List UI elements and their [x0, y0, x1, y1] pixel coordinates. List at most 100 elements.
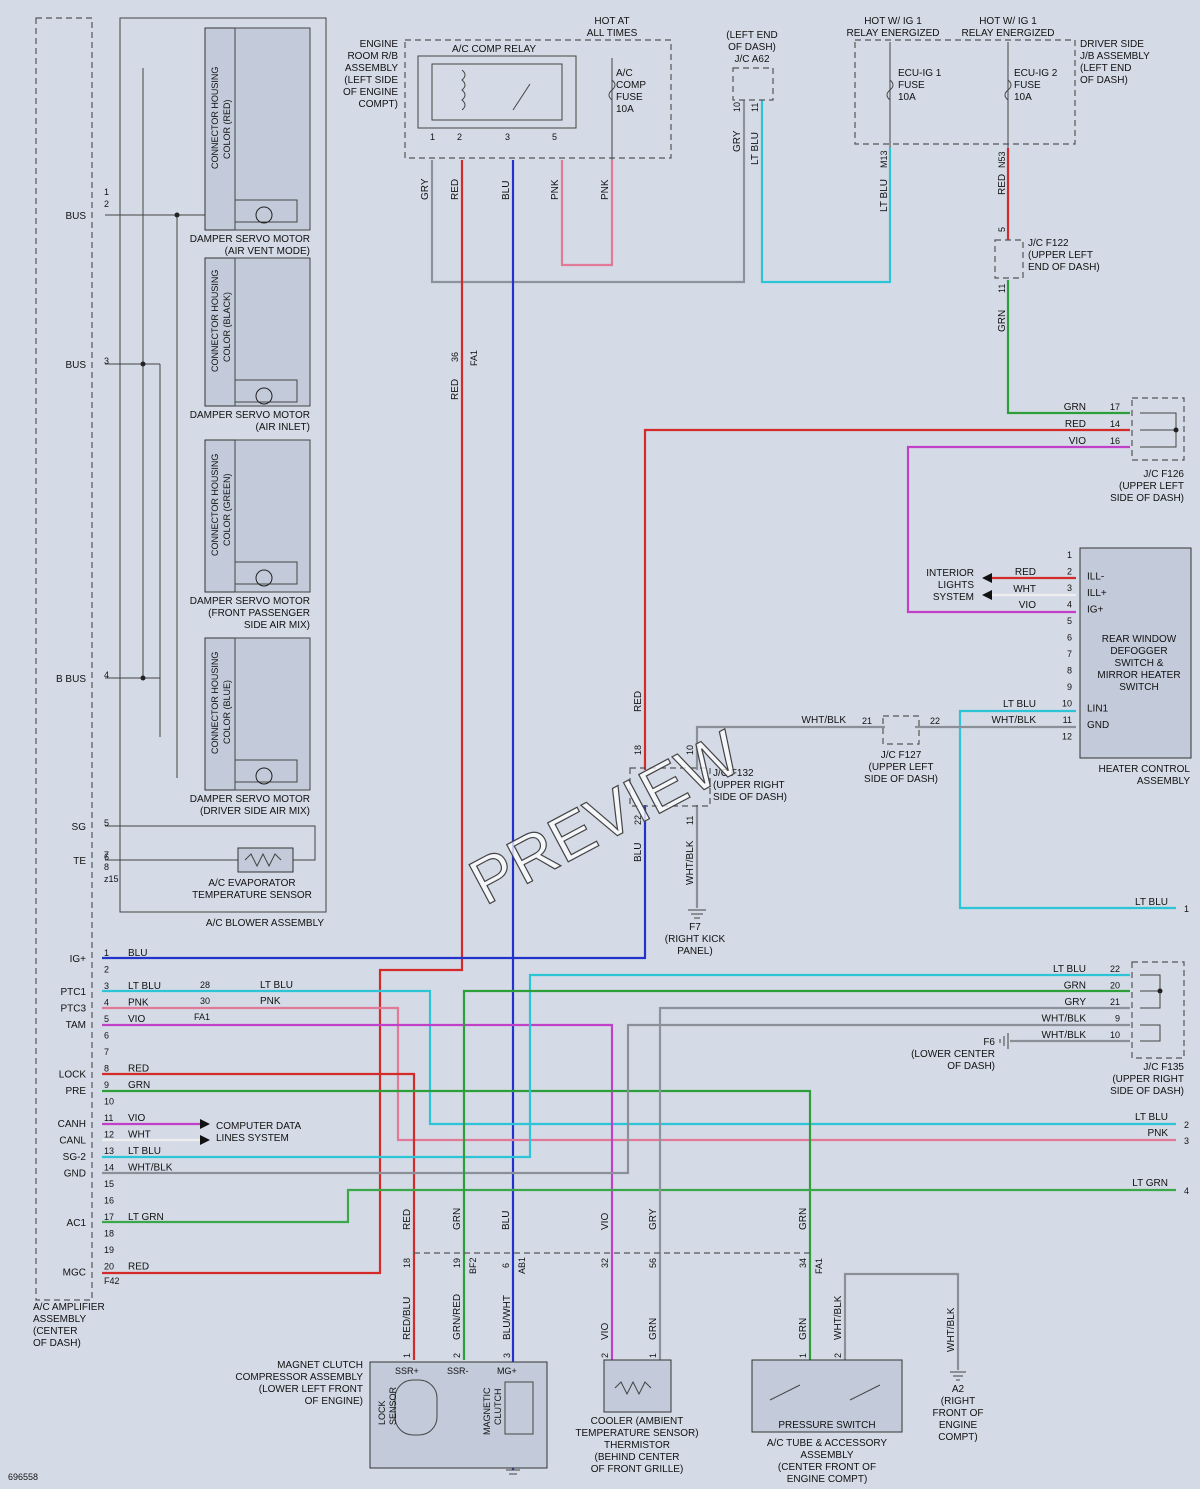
jc-f127-label: J/C F127	[881, 750, 922, 761]
motor-title: DAMPER SERVO MOTOR	[190, 794, 310, 805]
amp-wire-color: BLU	[128, 948, 147, 959]
pressure-wire: GRN	[798, 1318, 809, 1340]
fa1-mid-pin: 30	[200, 996, 210, 1006]
pressure-switch	[751, 1359, 903, 1433]
jc-f126-label: (UPPER LEFT	[1119, 481, 1184, 492]
cooler-label: TEMPERATURE SENSOR)	[575, 1428, 698, 1439]
pressure-assembly-label: ASSEMBLY	[800, 1450, 853, 1461]
jc-f135-box	[1131, 961, 1185, 1059]
fuse-symbol	[608, 79, 616, 101]
ground-compressor	[506, 1469, 520, 1475]
fuse-label: 10A	[616, 104, 634, 115]
pressure-pin: 2	[833, 1353, 843, 1358]
bottom-pin: 56	[648, 1258, 658, 1268]
heater-pin: 6	[1067, 633, 1072, 643]
bottom-pin: 6	[501, 1263, 511, 1268]
motor-title: SIDE AIR MIX)	[244, 620, 310, 631]
ground-a2-id: A2	[952, 1384, 965, 1395]
interior-lights-label: LIGHTS	[938, 580, 974, 591]
wire-grn-f135	[462, 989, 1130, 1360]
bottom-wire: GRN	[798, 1208, 809, 1230]
relay-side-label: ASSEMBLY	[345, 63, 398, 74]
sensor-label: TEMPERATURE SENSOR	[192, 890, 312, 901]
cooler-outline	[603, 1359, 672, 1413]
heater-wire: RED	[1015, 567, 1036, 578]
pressure-switch-right	[849, 1384, 881, 1401]
heater-assembly-label: HEATER CONTROL	[1099, 764, 1191, 775]
amp-pin-upper: 4	[104, 670, 109, 680]
right-exit-num: 2	[1184, 1120, 1189, 1130]
jc-f126-pin: 14	[1110, 419, 1120, 429]
wire-pnk-relay	[560, 160, 614, 267]
amp-pin: 2	[104, 965, 109, 975]
relay-wire-color: PNK	[600, 179, 611, 200]
jc-f135-label: SIDE OF DASH)	[1110, 1086, 1184, 1097]
wire-ltblu-sg2	[102, 973, 1130, 1159]
jc-a62-pin: 11	[750, 103, 760, 112]
sensor-label: A/C EVAPORATOR	[208, 878, 295, 889]
fa1-wire: RED	[450, 379, 461, 400]
ground-a2-label: FRONT OF	[933, 1408, 984, 1419]
amp-pin-upper: 3	[104, 356, 109, 366]
driver-hot1: RELAY ENERGIZED	[847, 28, 940, 39]
arrows	[200, 573, 992, 1145]
amp-pin-upper: 1	[104, 187, 109, 197]
amp-pin-upper: 7	[104, 850, 109, 860]
bottom-wire: GRY	[648, 1208, 659, 1230]
relay-side-label: ROOM R/B	[347, 51, 398, 62]
pressure-assembly-label: ENGINE COMPT)	[787, 1474, 868, 1485]
right-exit-wire: LT GRN	[1132, 1178, 1168, 1189]
heater-switch-label: DEFOGGER	[1110, 646, 1167, 657]
amp-pin: 19	[104, 1245, 114, 1255]
heater-term: LIN1	[1087, 704, 1109, 715]
jc-f127-pin: 22	[930, 716, 940, 726]
amp-wire-color: PNK	[128, 998, 149, 1009]
motor-housing: COLOR (RED)	[222, 99, 232, 159]
heater-assembly-label: ASSEMBLY	[1137, 776, 1190, 787]
wire-ltblu-ptc1	[102, 989, 1176, 1126]
compressor-wire: RED/BLU	[402, 1297, 413, 1340]
pressure-label: PRESSURE SWITCH	[778, 1420, 875, 1431]
bottom-wire: GRN	[452, 1208, 463, 1230]
wire-grn-f122	[1006, 280, 1130, 415]
jc-f135-wire: GRY	[1065, 997, 1087, 1008]
relay-pin: 5	[552, 132, 557, 142]
cooler-wire: GRN	[648, 1318, 659, 1340]
fa1-mid-wire: LT BLU	[260, 980, 293, 991]
amp-wire-color: RED	[128, 1064, 149, 1075]
amp-pin: 4	[104, 998, 109, 1008]
jc-f127-box	[882, 715, 920, 745]
ground-symbols	[506, 909, 1009, 1475]
driver-hot2: RELAY ENERGIZED	[962, 28, 1055, 39]
heater-term: ILL+	[1087, 588, 1107, 599]
pressure-wire: WHT/BLK	[833, 1295, 844, 1340]
heater-wire: WHT	[1013, 584, 1036, 595]
amp-pin: 8	[104, 1064, 109, 1074]
heater-pin: 12	[1062, 732, 1072, 742]
driver-fuse2: 10A	[1014, 92, 1032, 103]
right-exit-num: 4	[1184, 1186, 1189, 1196]
right-exit-wire: PNK	[1147, 1128, 1168, 1139]
fuse-label: FUSE	[616, 92, 643, 103]
ground-f6	[999, 1033, 1009, 1049]
ground-a2-label: ENGINE	[939, 1420, 978, 1431]
jc-f135-wire: GRN	[1064, 981, 1086, 992]
cooler-pin: 1	[648, 1353, 658, 1358]
relay-wire-color: BLU	[501, 181, 512, 200]
amp-pin: 17	[104, 1212, 114, 1222]
amplifier-assembly	[35, 17, 93, 1301]
arrow-interior-red	[982, 573, 992, 583]
relay-wire-color: GRY	[420, 178, 431, 200]
relay-side-label: ENGINE	[360, 39, 399, 50]
cooler-label: OF FRONT GRILLE)	[591, 1464, 684, 1475]
compressor-label: COMPRESSOR ASSEMBLY	[235, 1372, 363, 1383]
jc-a62-label: J/C A62	[734, 54, 769, 65]
driver-fuse1: FUSE	[898, 80, 925, 91]
clutch-label: MAGNETIC	[482, 1387, 492, 1435]
driver-jb-outline	[854, 39, 1076, 145]
pressure-assembly-label: A/C TUBE & ACCESSORY	[767, 1438, 888, 1449]
lock-sensor-label: LOCK	[377, 1400, 387, 1425]
driver-jb-label: J/B ASSEMBLY	[1080, 51, 1150, 62]
jc-f126-wire: VIO	[1069, 436, 1086, 447]
amp-pin: 14	[104, 1163, 114, 1173]
